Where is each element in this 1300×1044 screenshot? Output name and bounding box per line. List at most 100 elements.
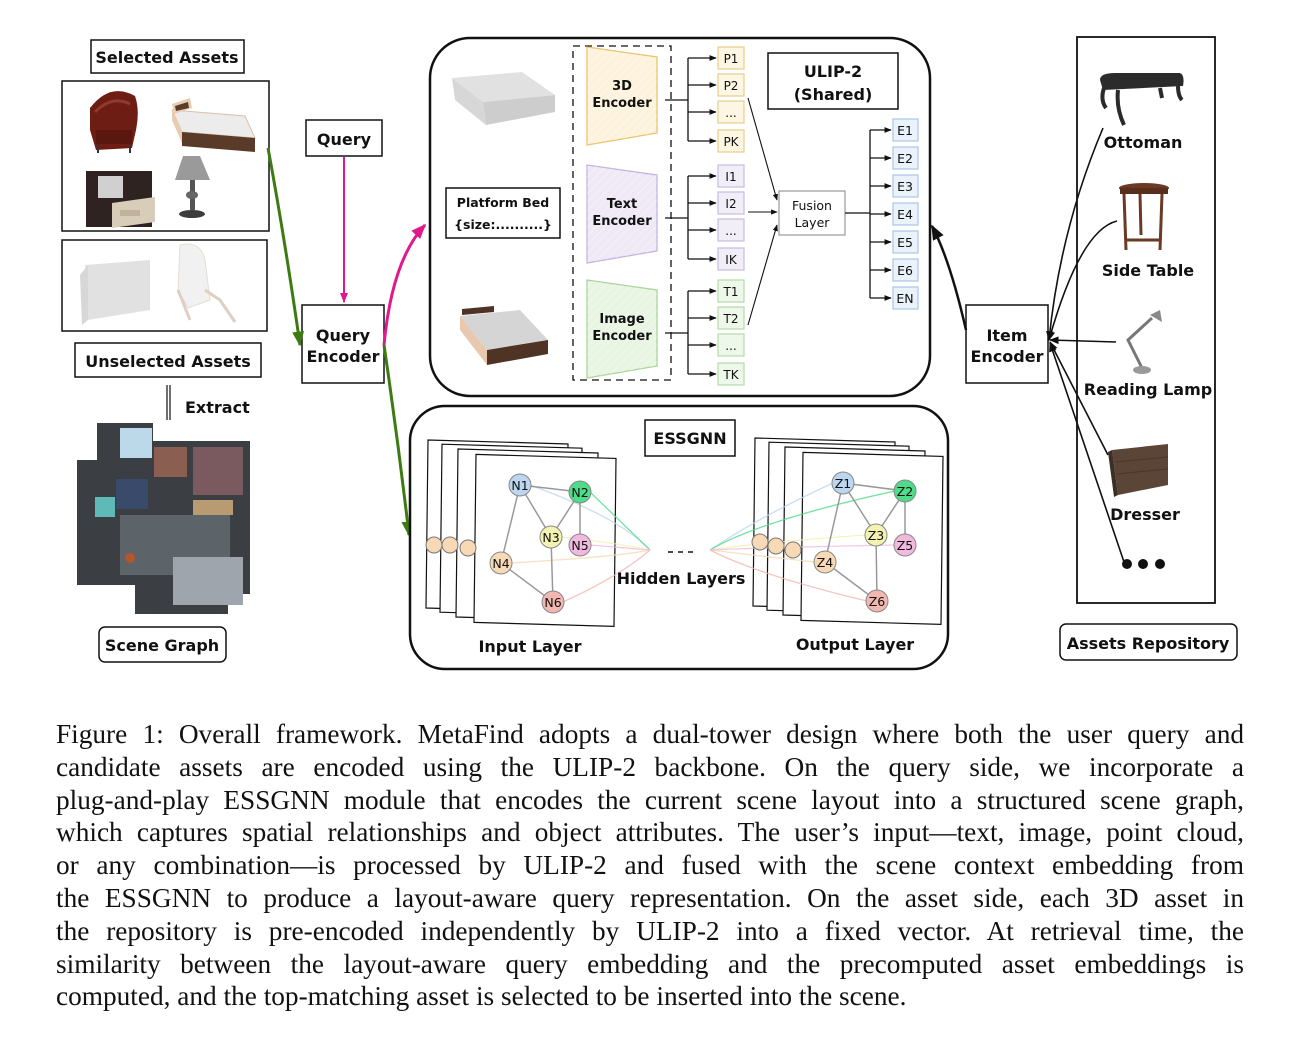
- graph-node-Z4: [813, 550, 837, 574]
- fusion-layer-box: [778, 190, 846, 236]
- cross-edge-out: [709, 549, 816, 563]
- query-encoder-box: [301, 304, 385, 384]
- graph-node-label: N6: [544, 595, 561, 610]
- graph-node-N5: [568, 533, 592, 557]
- side-table-image: [1119, 183, 1169, 251]
- assets-repository-label-box: [1059, 623, 1238, 661]
- hidden-layers-label: Hidden Layers: [617, 569, 746, 588]
- embedding-E1: E1: [897, 123, 913, 138]
- essgnn-title: ESSGNN: [653, 429, 726, 448]
- encoder-label-line1: Image: [599, 312, 644, 327]
- embedding-box: [892, 174, 919, 198]
- encoder-hatch: [587, 165, 657, 263]
- repository-to-item-encoder-arrows: [1046, 127, 1125, 563]
- graph-node-label: N4: [492, 556, 509, 571]
- graph-node-label: Z1: [835, 476, 852, 491]
- dresser-image: [1108, 444, 1169, 497]
- output-token-box: [717, 333, 745, 357]
- cross-edge-out: [709, 549, 868, 602]
- text-query-attributes: {size:..........}: [454, 217, 552, 232]
- back-sheet-node: [767, 537, 785, 555]
- output-token-box: [717, 129, 745, 153]
- encoder-group-dashed-box: [572, 45, 672, 381]
- graph-node-N6: [541, 590, 565, 614]
- output-token-T1: T1: [723, 285, 739, 299]
- scene-graph-label-box: [98, 626, 227, 663]
- output-token-box: [717, 362, 745, 386]
- caption-line: Figure 1: Overall framework. MetaFind ad…: [56, 719, 1244, 749]
- encoder-hatch: [587, 280, 657, 378]
- selected-assets-label-box: [90, 39, 245, 74]
- item-encoder-to-ulip-arrow: [930, 224, 968, 331]
- cross-edge-out: [709, 482, 834, 551]
- caption-line: which captures spatial relationships and…: [56, 817, 1244, 848]
- repo-item-label-reading-lamp: Reading Lamp: [1084, 380, 1212, 399]
- embedding-box: [892, 118, 919, 142]
- caption-line: the repository is pre-encoded independen…: [56, 915, 1244, 946]
- query-label: Query: [317, 130, 372, 149]
- rendered-bed-image: [460, 306, 548, 365]
- embedding-E3: E3: [897, 179, 913, 194]
- graph-node-label: N3: [542, 530, 559, 545]
- selected-assets-group: Selected Assets: [61, 39, 270, 663]
- unselected-assets-label: Unselected Assets: [85, 352, 251, 371]
- ulip2-title-line1: ULIP-2: [804, 62, 862, 81]
- query-encoder-to-ulip-arrow: [382, 223, 427, 346]
- output-token-I1: I1: [725, 170, 736, 184]
- output-token-PK: PK: [723, 135, 739, 149]
- selected-assets-label: Selected Assets: [95, 48, 238, 67]
- embedding-box: [892, 202, 919, 226]
- caption-line: the ESSGNN to produce a layout-aware que…: [56, 882, 1244, 913]
- output-token-...: ...: [725, 339, 736, 353]
- output-token-TK: TK: [722, 368, 739, 382]
- caption-line: computed, and the top-matching asset is …: [56, 981, 907, 1012]
- repo-item-label-dresser: Dresser: [1110, 505, 1180, 524]
- cross-edge-in: [562, 549, 651, 603]
- encoder-label-line1: Text: [607, 197, 638, 212]
- output-token-P2: P2: [724, 79, 739, 93]
- cross-edge-out: [709, 490, 896, 551]
- extract-label: Extract: [185, 398, 250, 417]
- embedding-E4: E4: [897, 207, 913, 222]
- graph-node-label: N2: [571, 485, 588, 500]
- graph-node-label: Z4: [817, 555, 834, 570]
- graph-node-N4: [489, 551, 513, 575]
- graph-node-Z2: [893, 479, 917, 503]
- item-encoder-label-line2: Encoder: [971, 347, 1044, 366]
- graph-node-Z1: [831, 471, 855, 495]
- graph-node-N3: [539, 525, 563, 549]
- cross-edge-in: [589, 544, 651, 551]
- graph-node-Z6: [865, 589, 889, 613]
- output-token-IK: IK: [725, 253, 738, 267]
- armchair-image: [90, 91, 138, 153]
- output-token-...: ...: [725, 224, 736, 238]
- ulip2-panel: Platform Bed {size:..........} 3DEncoder…: [428, 36, 932, 398]
- text-query-box: [445, 187, 561, 239]
- reading-lamp-image: [1126, 310, 1162, 374]
- output-token-box: [717, 100, 745, 124]
- back-sheet-node: [425, 536, 443, 554]
- ulip2-title-line2: (Shared): [794, 85, 873, 104]
- ottoman-image: [1100, 73, 1184, 126]
- output-token-box: [717, 247, 745, 271]
- embedding-E2: E2: [897, 151, 913, 166]
- cross-edge-in: [510, 549, 651, 564]
- framework-diagram: Selected Assets: [61, 36, 1238, 671]
- item-encoder-box: [965, 304, 1049, 384]
- back-sheet-node: [459, 539, 477, 557]
- unselected-dresser-image: [80, 260, 150, 325]
- encoder-label-line2: Encoder: [592, 96, 652, 111]
- caption-line: candidate assets are encoded using the U…: [56, 751, 1244, 782]
- fusion-layer-label-line1: Fusion: [792, 198, 832, 213]
- nightstand-image: [86, 171, 155, 228]
- encoder-hatch: [587, 47, 657, 145]
- repository-box: [1076, 36, 1216, 604]
- essgnn-title-box: [644, 419, 736, 457]
- query-box: [305, 119, 383, 157]
- image-to-fusion-arrow: [747, 224, 778, 326]
- table-lamp-image: [175, 156, 210, 218]
- embedding-E6: E6: [897, 263, 913, 278]
- query-encoder-label-line1: Query: [316, 326, 371, 345]
